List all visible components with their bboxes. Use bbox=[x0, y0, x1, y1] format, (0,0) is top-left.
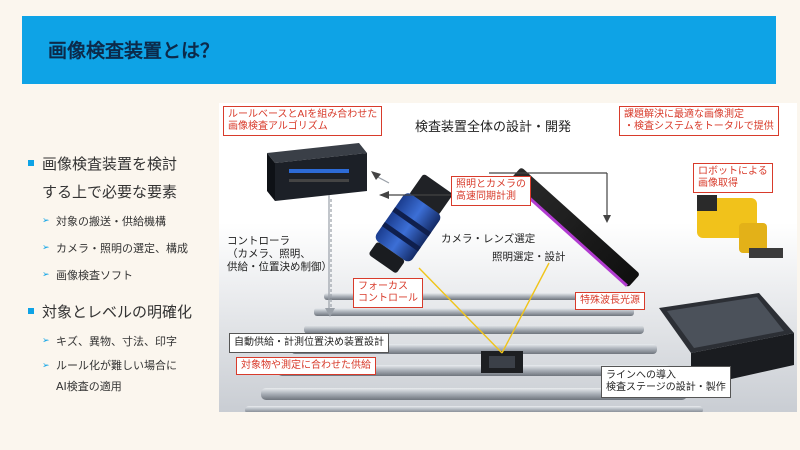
controller-label: コントローラ （カメラ、照明、 供給・位置決め制御） bbox=[227, 235, 332, 273]
bullet-line: 画像検査装置を検討 bbox=[28, 150, 218, 178]
arrow-icon: ➢ bbox=[42, 216, 50, 226]
robot-label: ロボットによる 画像取得 bbox=[693, 163, 773, 193]
camera-lens-label: カメラ・レンズ選定 bbox=[441, 233, 536, 245]
supply-label: 対象物や測定に合わせた供給 bbox=[236, 357, 376, 375]
sub-item: ➢キズ、異物、寸法、印字 bbox=[28, 328, 228, 355]
lighting-label: 照明選定・設計 bbox=[492, 251, 566, 263]
bullet-square-icon bbox=[28, 307, 34, 314]
sub-item: ➢カメラ・照明の選定、構成 bbox=[28, 235, 228, 262]
bar-light-icon bbox=[510, 168, 639, 287]
robot-arm-icon bbox=[697, 195, 783, 258]
bullet-square-icon bbox=[28, 159, 34, 166]
arrow-icon: ➢ bbox=[42, 336, 50, 346]
arrow-icon: ➢ bbox=[42, 243, 50, 253]
focus-control-label: フォーカス コントロール bbox=[353, 278, 423, 308]
controller-pc-icon bbox=[267, 143, 367, 201]
target-chip-icon bbox=[481, 351, 523, 373]
sub-item: ➢ルール化が難しい場合に bbox=[28, 355, 228, 377]
algorithm-label: ルールベースとAIを組み合わせた 画像検査アルゴリズム bbox=[223, 106, 383, 136]
total-solution-label: 課題解決に最適な画像測定 ・検査システムをトータルで提供 bbox=[619, 106, 779, 136]
light-rays bbox=[418, 262, 550, 354]
bullet-group-target: 対象とレベルの明確化 ➢キズ、異物、寸法、印字 ➢ルール化が難しい場合に AI検… bbox=[28, 298, 218, 393]
line-stage-label: ラインへの導入 検査ステージの設計・製作 bbox=[601, 366, 731, 398]
inspection-system-figure: ルールベースとAIを組み合わせた 画像検査アルゴリズム 検査装置全体の設計・開発… bbox=[219, 103, 797, 412]
bullet-line: 対象とレベルの明確化 bbox=[28, 298, 218, 326]
sub-item: ➢対象の搬送・供給機構 bbox=[28, 208, 228, 235]
figure-title: 検査装置全体の設計・開発 bbox=[415, 120, 572, 135]
slide-title: 画像検査装置とは？ bbox=[48, 40, 220, 62]
sub-item: ➢画像検査ソフト bbox=[28, 262, 228, 289]
slide-header: 画像検査装置とは？ bbox=[22, 16, 776, 84]
special-light-label: 特殊波長光源 bbox=[575, 292, 645, 310]
arrow-icon: ➢ bbox=[42, 270, 50, 280]
arrow-icon: ➢ bbox=[42, 361, 50, 371]
bullet-line: する上で必要な要素 bbox=[42, 183, 178, 201]
auto-supply-design-label: 自動供給・計測位置決め装置設計 bbox=[229, 333, 389, 353]
sub-item-continued: AI検査の適用 bbox=[56, 380, 122, 393]
sync-measure-label: 照明とカメラの 高速同期計測 bbox=[451, 176, 531, 206]
bullet-group-requirements: 画像検査装置を検討 する上で必要な要素 ➢対象の搬送・供給機構 ➢カメラ・照明の… bbox=[28, 150, 218, 282]
